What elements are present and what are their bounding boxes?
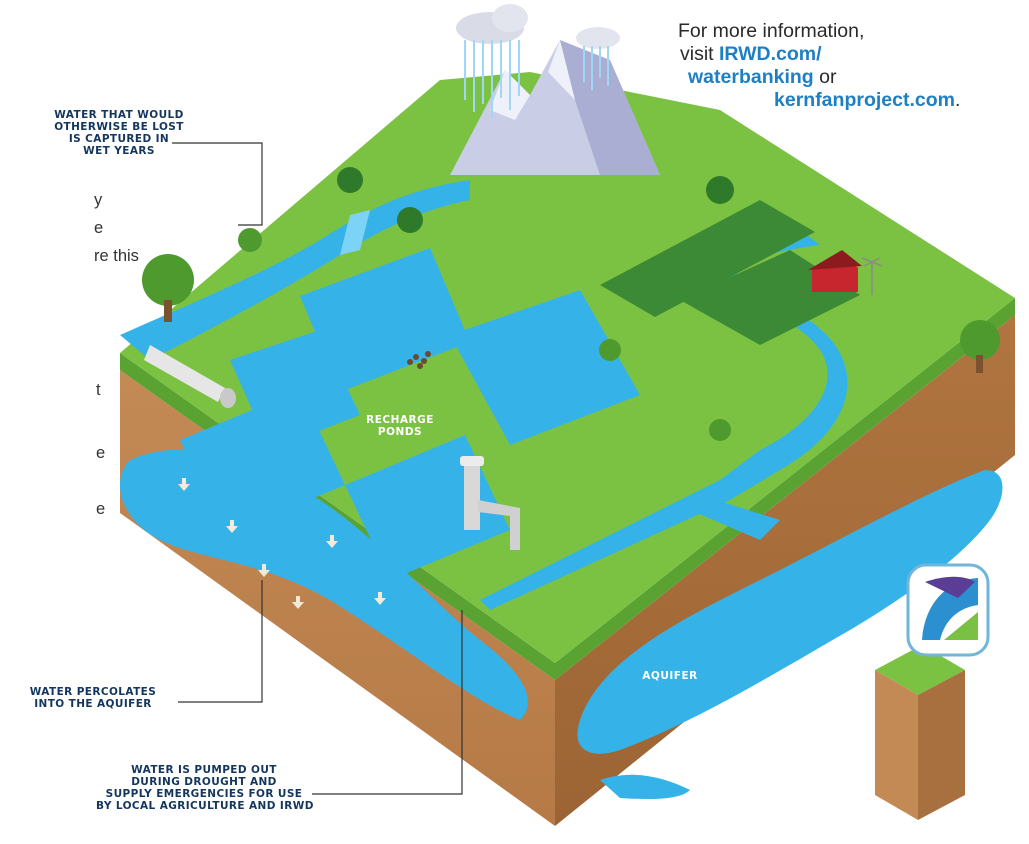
info-line-2: visit IRWD.com/ xyxy=(640,43,1020,66)
callout-wet-years: WATER THAT WOULD OTHERWISE BE LOST IS CA… xyxy=(48,109,190,157)
callout-line: WATER PERCOLATES xyxy=(29,686,157,698)
callout-line: INTO THE AQUIFER xyxy=(34,698,152,710)
label-line: RECHARGE xyxy=(366,414,434,426)
callout-pumped: WATER IS PUMPED OUT DURING DROUGHT AND S… xyxy=(96,764,314,812)
callout-line: WATER THAT WOULD xyxy=(54,109,184,121)
cut-text-1: y xyxy=(94,191,103,209)
callout-line: IS CAPTURED IN xyxy=(68,133,170,145)
cut-text-6: e xyxy=(96,500,106,518)
aquifer-label: AQUIFER xyxy=(642,670,698,682)
tree-icon xyxy=(142,167,1000,441)
period: . xyxy=(954,89,961,111)
cut-text-5: e xyxy=(96,444,106,462)
well-pump-icon xyxy=(460,456,520,550)
cut-text-4: t xyxy=(96,381,101,399)
info-line-4: kernfanproject.com. xyxy=(640,89,1020,112)
callout-percolate: WATER PERCOLATES INTO THE AQUIFER xyxy=(8,686,178,710)
windmill-icon xyxy=(861,257,883,295)
callout-line: OTHERWISE BE LOST xyxy=(54,121,184,133)
irwd-logo xyxy=(906,563,990,657)
duck-icon xyxy=(407,351,431,369)
more-info-text: For more information, visit IRWD.com/ wa… xyxy=(640,20,1020,112)
cut-text-3: re this xyxy=(94,247,139,265)
callout-line: WATER IS PUMPED OUT xyxy=(131,764,277,776)
recharge-ponds-label: RECHARGE PONDS xyxy=(360,414,440,438)
barn-icon xyxy=(808,250,862,292)
callout-line: DURING DROUGHT AND xyxy=(131,776,277,788)
callout-line: BY LOCAL AGRICULTURE AND IRWD xyxy=(96,800,314,812)
cloud-icon xyxy=(456,4,620,118)
kernfan-link[interactable]: kernfanproject.com xyxy=(774,89,955,111)
callout-line: WET YEARS xyxy=(83,145,155,157)
label-line: PONDS xyxy=(377,426,423,438)
info-line-3: waterbanking or xyxy=(640,66,1020,89)
pipe-icon xyxy=(144,345,236,408)
info-line-1: For more information, xyxy=(678,20,865,42)
visit-word: visit xyxy=(680,43,719,65)
cut-text-2: e xyxy=(94,219,104,237)
or-word: or xyxy=(813,66,837,88)
irwd-link[interactable]: IRWD.com/ xyxy=(719,43,822,65)
callout-line: SUPPLY EMERGENCIES FOR USE xyxy=(105,788,303,800)
irwd-link-cont[interactable]: waterbanking xyxy=(688,66,814,88)
